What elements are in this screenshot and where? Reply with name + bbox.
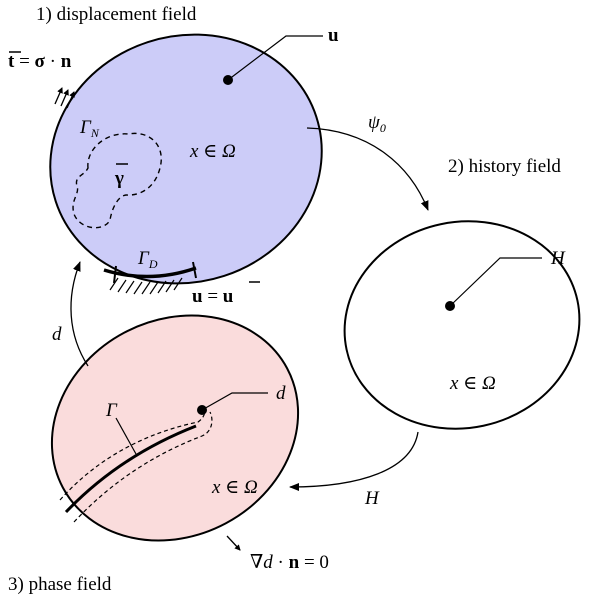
arrow-phase-to-displacement [70, 261, 89, 367]
dirichlet-bc-label: u = u [192, 281, 260, 307]
arrow-d-label: d [52, 324, 62, 345]
arrow-history-to-phase [289, 431, 419, 491]
gamma-d-label: ΓD [137, 248, 158, 271]
gamma-bar-label: γ [114, 168, 124, 189]
arrow-h-label: H [364, 488, 380, 509]
title-phase-field: 3) phase field [8, 574, 112, 595]
traction-arrows [54, 87, 75, 109]
fixed-support-hatching [109, 277, 183, 295]
neumann-phase-label: ∇d · n = 0 [250, 552, 329, 573]
crack-path [64, 424, 197, 514]
phase-d-label: d [276, 383, 286, 404]
dirichlet-boundary [103, 266, 197, 279]
h-leader-line [449, 257, 542, 307]
displacement-domain [49, 33, 323, 285]
crack-band-lower [73, 411, 213, 523]
crack-leader-line [115, 417, 137, 455]
traction-label: t = σ · n [8, 51, 72, 72]
history-h-label: H [550, 248, 566, 269]
gamma-n-label: ΓN [79, 117, 100, 140]
crack-gamma-label: Γ [105, 400, 118, 421]
svg-text:t = σ · n: t = σ · n [8, 51, 72, 72]
psi-label: ψ0 [368, 112, 386, 135]
normal-arrow [226, 535, 241, 551]
arrow-displacement-to-history [306, 127, 429, 211]
dirichlet-tick-left [113, 265, 117, 284]
void-boundary [72, 132, 162, 229]
title-displacement-field: 1) displacement field [36, 4, 197, 25]
crack-band-upper [59, 407, 206, 501]
domain-label-displacement: x ∈ Ω [189, 141, 236, 162]
domain-label-phase: x ∈ Ω [211, 477, 258, 498]
u-leader-line [227, 35, 323, 81]
svg-text:u = u: u = u [192, 286, 234, 307]
title-history-field: 2) history field [448, 156, 561, 177]
history-domain [343, 220, 581, 430]
phase-domain [50, 314, 300, 542]
domain-label-history: x ∈ Ω [449, 373, 496, 394]
u-label: u [328, 25, 339, 46]
d-leader-line [201, 392, 268, 411]
dirichlet-tick-right [192, 261, 197, 279]
